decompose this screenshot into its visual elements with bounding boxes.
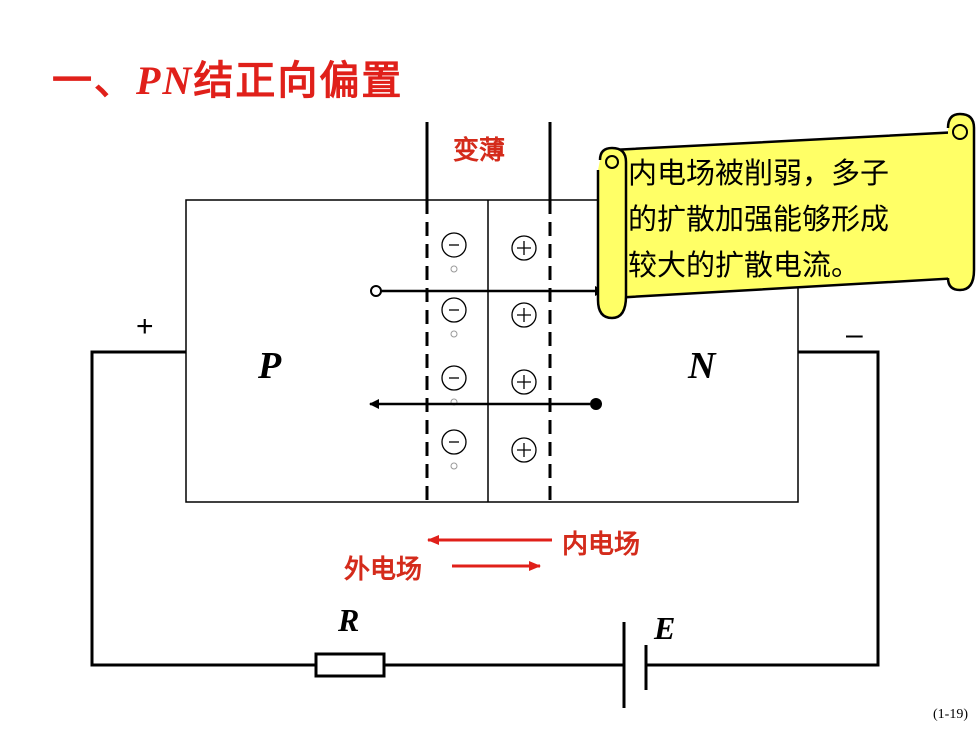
circuit-wire-left	[90, 350, 316, 667]
positive-ion	[511, 437, 537, 463]
negative-ion	[441, 429, 467, 455]
title-prefix: 一、	[52, 57, 136, 104]
title-pn: PN	[136, 58, 194, 103]
negative-ion	[441, 365, 467, 391]
positive-ion	[511, 369, 537, 395]
n-region-label: N	[688, 345, 716, 387]
callout-line: 的扩散加强能够形成	[628, 202, 890, 236]
internal-field-label: 内电场	[562, 530, 641, 560]
battery-label: E	[654, 610, 676, 646]
title-rest: 结正向偏置	[193, 57, 404, 104]
page-title: 一、PN结正向偏置	[52, 48, 403, 106]
callout-line: 较大的扩散电流。	[628, 248, 861, 282]
positive-ion	[511, 302, 537, 328]
negative-terminal-label: –	[846, 318, 863, 351]
negative-ion	[441, 297, 467, 323]
callout-line: 内电场被削弱，多子	[628, 156, 890, 190]
circuit-wire-right	[646, 350, 880, 667]
electron-diffusion-arrow	[369, 398, 602, 410]
positive-ion	[511, 235, 537, 261]
p-region-label: P	[258, 345, 282, 387]
external-field-label: 外电场	[344, 555, 423, 585]
negative-ions	[441, 232, 467, 455]
negative-ion	[441, 232, 467, 258]
resistor-symbol	[314, 652, 386, 678]
hole-diffusion-arrow	[370, 285, 605, 297]
positive-ions	[511, 235, 537, 463]
page-number: (1-19)	[933, 707, 968, 722]
positive-terminal-label: +	[136, 310, 154, 343]
resistor-label: R	[338, 602, 360, 638]
callout-scroll	[596, 112, 976, 320]
thin-label: 变薄	[453, 136, 506, 166]
callout-text: 内电场被削弱，多子 的扩散加强能够形成 较大的扩散电流。	[628, 150, 948, 288]
